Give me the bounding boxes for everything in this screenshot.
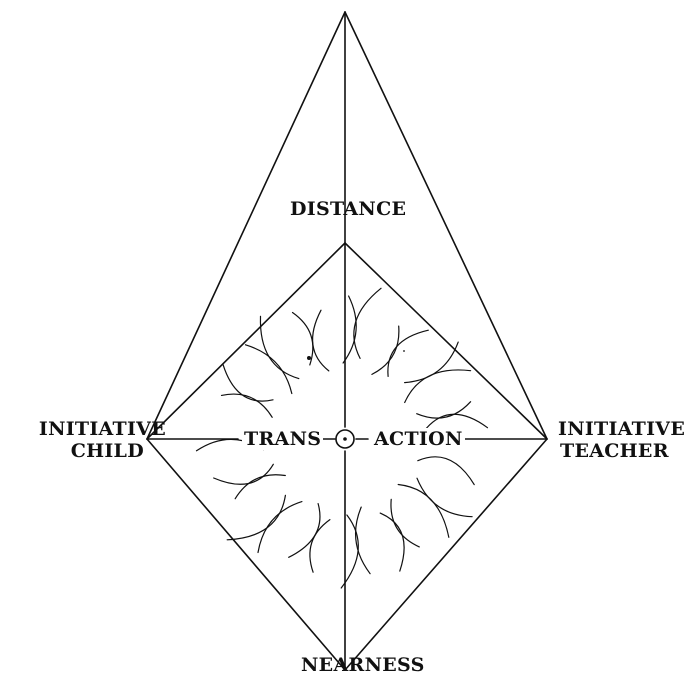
radiating-stroke: [213, 463, 274, 485]
center-word-trans: TRANS: [242, 428, 324, 450]
diamond-bottom-left-edge: [146, 438, 346, 671]
radiating-stroke: [222, 363, 274, 402]
label-initiative-child: INITIATIVE CHILD: [8, 418, 166, 462]
radiating-stroke: [416, 477, 473, 518]
radiating-strokes: [195, 287, 489, 589]
label-child-line1: INITIATIVE: [38, 418, 166, 440]
radiating-stroke: [226, 494, 286, 541]
label-nearness: NEARNESS: [301, 654, 425, 676]
radiating-stroke: [309, 519, 331, 573]
radiating-stroke: [259, 315, 300, 380]
label-child-line2: CHILD: [70, 440, 144, 462]
ink-speck: [307, 356, 311, 360]
radiating-stroke: [404, 341, 459, 384]
radiating-stroke: [353, 287, 382, 359]
radiating-stroke: [379, 512, 405, 572]
radiating-stroke: [390, 498, 420, 548]
diamond-top-right-edge: [344, 242, 548, 440]
ink-speck: [403, 350, 405, 352]
radiating-stroke: [355, 506, 371, 575]
radiating-stroke: [387, 329, 429, 377]
radiating-stroke: [417, 456, 475, 486]
radiating-stroke: [397, 483, 450, 538]
label-distance: DISTANCE: [290, 198, 407, 220]
radiating-stroke: [257, 501, 303, 554]
radiating-stroke: [371, 325, 400, 375]
radiating-stroke: [234, 474, 286, 500]
radiating-stroke: [404, 369, 472, 404]
label-teacher-line1: INITIATIVE: [558, 418, 686, 440]
radiating-stroke: [312, 309, 330, 372]
label-initiative-teacher: INITIATIVE TEACHER: [558, 418, 685, 462]
center-word-action: ACTION: [372, 428, 465, 450]
radiating-stroke: [425, 413, 489, 429]
radiating-stroke: [220, 393, 273, 418]
radiating-stroke: [416, 401, 472, 419]
radiating-stroke: [291, 311, 314, 366]
radiating-stroke: [342, 295, 357, 364]
radiating-stroke: [244, 344, 293, 395]
center-symbol: [335, 429, 355, 449]
label-teacher-line2: TEACHER: [560, 440, 669, 462]
diamond-bottom-right-edge: [344, 438, 548, 671]
radiating-stroke: [288, 503, 321, 558]
kite-right-edge: [344, 11, 548, 440]
radiating-stroke: [340, 514, 359, 589]
kite-left-edge: [146, 11, 346, 440]
diamond-top-left-edge: [146, 242, 346, 440]
